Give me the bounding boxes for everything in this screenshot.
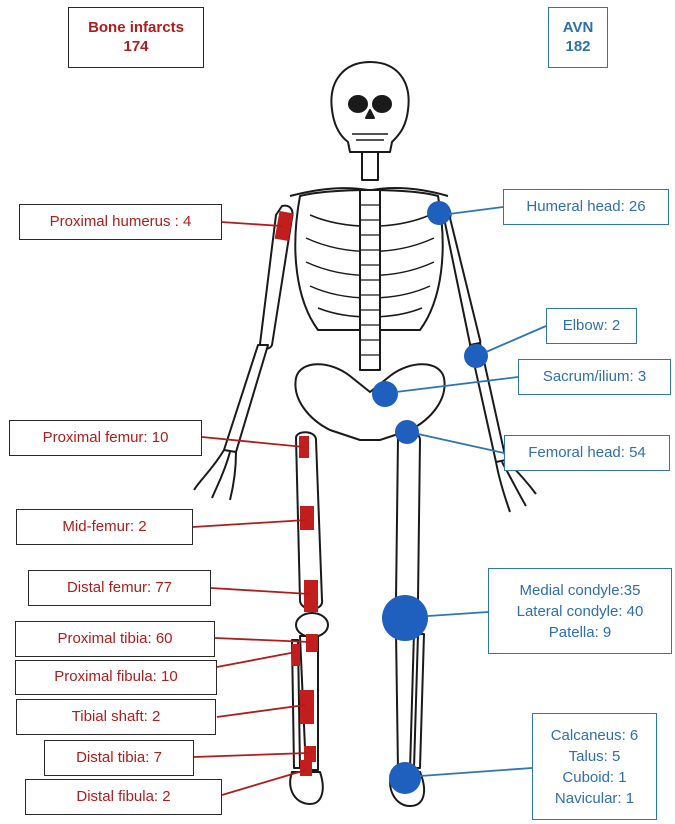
label-knee-sites: Medial condyle:35 Lateral condyle: 40 Pa… — [488, 568, 672, 654]
bone-infarcts-label: Bone infarcts — [88, 19, 184, 38]
label-sacrum-ilium: Sacrum/ilium: 3 — [518, 359, 671, 395]
medial-condyle-label: Medial condyle:35 — [520, 580, 641, 601]
label-proximal-tibia: Proximal tibia: 60 — [15, 621, 215, 657]
label-proximal-fibula: Proximal fibula: 10 — [15, 660, 217, 695]
label-distal-femur: Distal femur: 77 — [28, 570, 211, 606]
calcaneus-label: Calcaneus: 6 — [551, 725, 639, 746]
right-femur — [396, 431, 420, 609]
label-mid-femur: Mid-femur: 2 — [16, 509, 193, 545]
label-proximal-humerus: Proximal humerus : 4 — [19, 204, 222, 240]
label-foot-sites: Calcaneus: 6 Talus: 5 Cuboid: 1 Navicula… — [532, 713, 657, 820]
label-humeral-head: Humeral head: 26 — [503, 189, 669, 225]
bone-infarcts-count: 174 — [123, 38, 148, 57]
label-elbow: Elbow: 2 — [546, 308, 637, 344]
navicular-label: Navicular: 1 — [555, 788, 634, 809]
lateral-condyle-label: Lateral condyle: 40 — [517, 601, 644, 622]
patella-label: Patella: 9 — [549, 622, 612, 643]
pelvis — [295, 364, 444, 440]
skull — [331, 62, 408, 152]
label-tibial-shaft: Tibial shaft: 2 — [16, 699, 216, 735]
label-femoral-head: Femoral head: 54 — [504, 435, 670, 471]
talus-label: Talus: 5 — [569, 746, 621, 767]
avn-count: 182 — [565, 38, 590, 57]
label-distal-fibula: Distal fibula: 2 — [25, 779, 222, 815]
cuboid-label: Cuboid: 1 — [562, 767, 626, 788]
left-forearm — [224, 345, 268, 452]
avn-label: AVN — [563, 19, 594, 38]
right-humerus — [440, 206, 480, 347]
right-tibia — [396, 632, 414, 770]
label-distal-tibia: Distal tibia: 7 — [44, 740, 194, 776]
label-proximal-femur: Proximal femur: 10 — [9, 420, 202, 456]
right-fibula — [414, 634, 424, 768]
avn-total: AVN 182 — [548, 7, 608, 68]
bone-infarcts-total: Bone infarcts 174 — [68, 7, 204, 68]
